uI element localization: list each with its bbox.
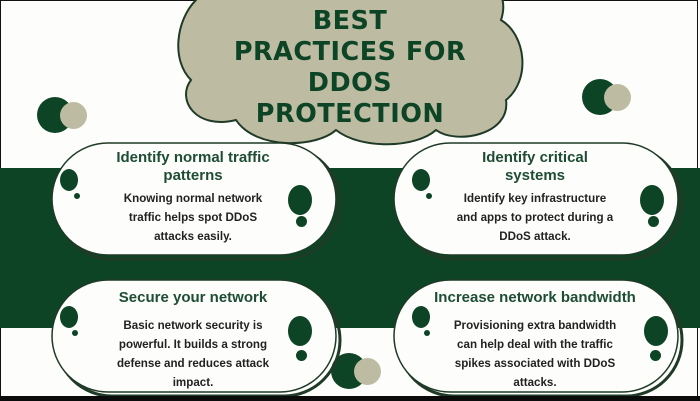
card-heading: Secure your network bbox=[52, 289, 334, 307]
card-body: Identify key infrastructure and apps to … bbox=[394, 189, 676, 246]
body-line: traffic helps spot DDoS bbox=[128, 211, 258, 224]
bubble-icon bbox=[72, 330, 78, 336]
heading-line: patterns bbox=[163, 166, 223, 184]
card-heading: Identify normal traffic patterns bbox=[52, 149, 334, 184]
bubble-icon bbox=[288, 316, 312, 346]
title-cloud bbox=[177, 0, 524, 146]
body-line: Basic network security is bbox=[123, 319, 263, 332]
body-line: DDoS attack. bbox=[499, 230, 571, 243]
body-line: attacks. bbox=[513, 376, 557, 389]
title-line: DDOS bbox=[307, 68, 393, 98]
card-identify-critical-systems: Identify critical systems Identify key i… bbox=[393, 142, 684, 261]
card-body: Basic network security is powerful. It b… bbox=[52, 316, 334, 392]
card-outline bbox=[393, 142, 684, 261]
title-line: BEST bbox=[312, 6, 388, 36]
bubble-icon bbox=[644, 316, 668, 346]
heading-line: systems bbox=[504, 166, 566, 184]
card-body: Provisioning extra bandwidth can help de… bbox=[394, 316, 676, 392]
bubble-icon bbox=[412, 169, 430, 191]
card-heading: Increase network bandwidth bbox=[394, 289, 676, 307]
bubble-icon bbox=[650, 350, 661, 361]
page-title: BEST PRACTICES FOR DDOS PROTECTION bbox=[190, 6, 510, 130]
body-line: Identify key infrastructure bbox=[463, 192, 607, 205]
body-line: powerful. It builds a strong bbox=[118, 338, 268, 351]
heading-line: Identify normal traffic bbox=[116, 149, 270, 166]
bubble-icon bbox=[426, 193, 432, 199]
body-line: Provisioning extra bandwidth bbox=[453, 319, 617, 332]
bubble-icon bbox=[60, 169, 78, 191]
heading-line: Secure your network bbox=[118, 289, 268, 306]
body-line: Knowing normal network bbox=[123, 192, 263, 205]
bubble-icon bbox=[412, 306, 430, 328]
heading-line: Identify critical bbox=[482, 149, 588, 166]
title-line: PROTECTION bbox=[255, 99, 445, 129]
bubble-icon bbox=[296, 350, 307, 361]
sage-dot bbox=[354, 358, 381, 385]
bubble-icon bbox=[60, 306, 78, 328]
card-outline bbox=[393, 279, 684, 398]
body-line: attacks easily. bbox=[154, 230, 232, 243]
bubble-icon bbox=[648, 216, 659, 227]
body-line: spikes associated with DDoS bbox=[454, 357, 616, 370]
body-line: impact. bbox=[172, 376, 214, 389]
card-outline bbox=[51, 142, 342, 261]
bubble-icon bbox=[296, 216, 307, 227]
body-line: defense and reduces attack bbox=[116, 357, 270, 370]
card-identify-normal-traffic: Identify normal traffic patterns Knowing… bbox=[51, 142, 342, 261]
sage-dot bbox=[604, 84, 631, 111]
sage-dot bbox=[60, 102, 87, 129]
card-secure-your-network: Secure your network Basic network securi… bbox=[51, 279, 342, 398]
title-line: PRACTICES FOR bbox=[233, 37, 467, 67]
bubble-icon bbox=[74, 193, 80, 199]
card-body: Knowing normal network traffic helps spo… bbox=[52, 189, 334, 246]
heading-line: Increase network bandwidth bbox=[434, 289, 636, 306]
bubble-icon bbox=[288, 185, 312, 215]
body-line: and apps to protect during a bbox=[456, 211, 614, 224]
bottom-border bbox=[0, 396, 700, 401]
card-increase-network-bandwidth: Increase network bandwidth Provisioning … bbox=[393, 279, 684, 398]
bubble-icon bbox=[424, 330, 430, 336]
bubble-icon bbox=[640, 185, 664, 215]
body-line: can help deal with the traffic bbox=[457, 338, 613, 351]
card-heading: Identify critical systems bbox=[394, 149, 676, 184]
